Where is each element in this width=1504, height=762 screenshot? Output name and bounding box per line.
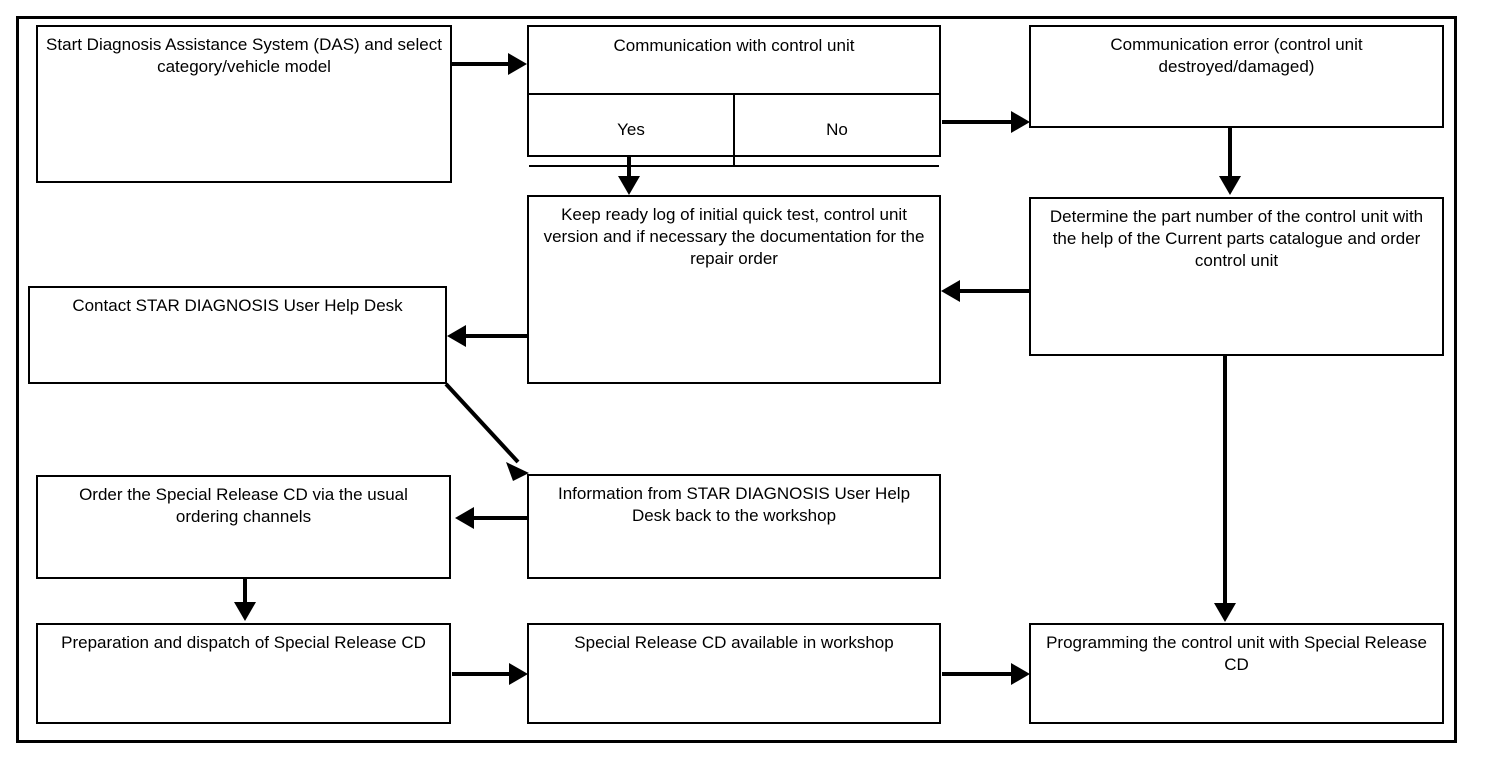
node-programming-control-unit-label: Programming the control unit with Specia… xyxy=(1046,633,1427,674)
edge-order-cd-to-preparation-arrowhead xyxy=(234,602,256,621)
edge-preparation-to-cd-available-line xyxy=(452,672,513,676)
node-keep-ready-log-label: Keep ready log of initial quick test, co… xyxy=(543,205,925,268)
node-start-diagnosis-label: Start Diagnosis Assistance System (DAS) … xyxy=(46,35,442,76)
node-order-special-release-cd[interactable]: Order the Special Release CD via the usu… xyxy=(36,475,451,579)
edge-comm-error-to-determine-part-arrowhead xyxy=(1219,176,1241,195)
decision-option-yes[interactable]: Yes xyxy=(529,95,735,165)
edge-start-to-communication-arrowhead xyxy=(508,53,527,75)
edge-determine-part-to-programming-arrowhead xyxy=(1214,603,1236,622)
node-contact-help-desk-label: Contact STAR DIAGNOSIS User Help Desk xyxy=(72,296,403,315)
node-communication-with-control-unit[interactable]: Communication with control unit Yes No xyxy=(527,25,941,167)
edge-no-to-comm-error-arrowhead xyxy=(1011,111,1030,133)
edge-determine-part-to-keep-ready-log-line xyxy=(950,289,1030,293)
edge-comm-error-to-determine-part-line xyxy=(1228,128,1232,180)
node-programming-control-unit[interactable]: Programming the control unit with Specia… xyxy=(1029,623,1444,724)
decision-options-row: Yes No xyxy=(529,95,939,167)
edge-cd-available-to-programming-line xyxy=(942,672,1013,676)
edge-preparation-to-cd-available-arrowhead xyxy=(509,663,528,685)
edge-keep-ready-log-to-contact-arrowhead xyxy=(447,325,466,347)
edge-start-to-communication-line xyxy=(452,62,512,66)
node-order-special-release-cd-label: Order the Special Release CD via the usu… xyxy=(79,485,408,526)
node-information-back-to-workshop[interactable]: Information from STAR DIAGNOSIS User Hel… xyxy=(527,474,941,579)
node-communication-error[interactable]: Communication error (control unit destro… xyxy=(1029,25,1444,128)
decision-header: Communication with control unit xyxy=(529,27,939,95)
edge-determine-part-to-programming-line xyxy=(1223,356,1227,606)
node-contact-help-desk[interactable]: Contact STAR DIAGNOSIS User Help Desk xyxy=(28,286,447,384)
node-start-diagnosis[interactable]: Start Diagnosis Assistance System (DAS) … xyxy=(36,25,452,183)
edge-order-cd-to-preparation-line xyxy=(243,579,247,606)
decision-option-no[interactable]: No xyxy=(826,120,848,139)
node-communication-label: Communication with control unit xyxy=(613,36,855,55)
node-preparation-dispatch-label: Preparation and dispatch of Special Rele… xyxy=(61,633,426,652)
edge-cd-available-to-programming-arrowhead xyxy=(1011,663,1030,685)
edge-yes-to-keep-ready-log-line xyxy=(627,157,631,182)
edge-determine-part-to-keep-ready-log-arrowhead xyxy=(941,280,960,302)
diagram-outer-border xyxy=(16,16,1457,743)
node-keep-ready-log[interactable]: Keep ready log of initial quick test, co… xyxy=(527,195,941,384)
node-cd-available-workshop[interactable]: Special Release CD available in workshop xyxy=(527,623,941,724)
node-information-back-to-workshop-label: Information from STAR DIAGNOSIS User Hel… xyxy=(557,484,911,525)
node-determine-part-number-label: Determine the part number of the control… xyxy=(1049,207,1424,270)
node-communication-error-label: Communication error (control unit destro… xyxy=(1110,35,1363,76)
edge-no-to-comm-error-line xyxy=(942,120,1014,124)
node-determine-part-number[interactable]: Determine the part number of the control… xyxy=(1029,197,1444,356)
edge-information-to-order-cd-arrowhead xyxy=(455,507,474,529)
edge-information-to-order-cd-line xyxy=(465,516,529,520)
node-cd-available-workshop-label: Special Release CD available in workshop xyxy=(574,633,894,652)
edge-yes-to-keep-ready-log-arrowhead xyxy=(618,176,640,195)
node-preparation-dispatch[interactable]: Preparation and dispatch of Special Rele… xyxy=(36,623,451,724)
edge-keep-ready-log-to-contact-line xyxy=(457,334,529,338)
